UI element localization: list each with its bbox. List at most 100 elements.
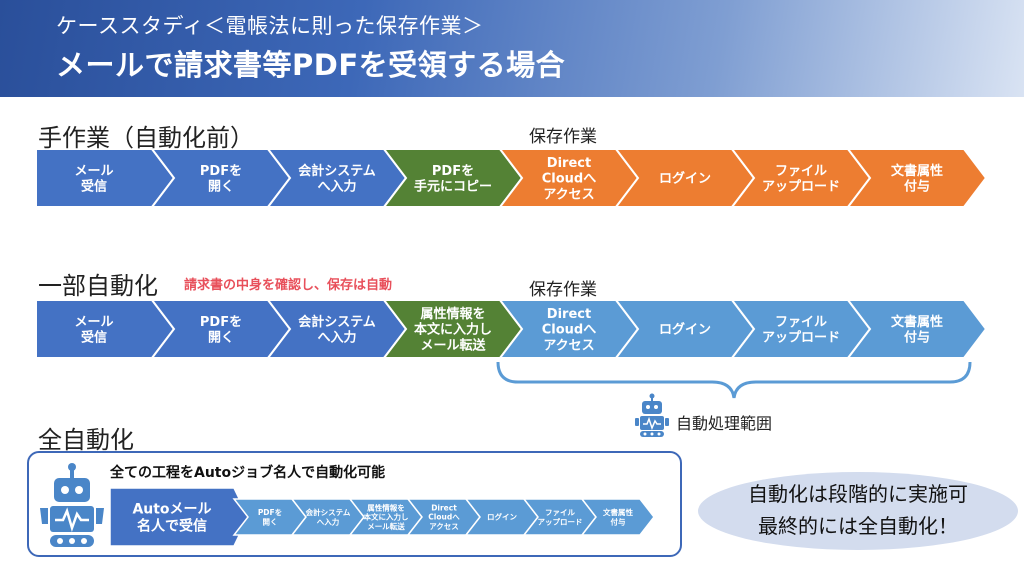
flow-step-shape bbox=[110, 488, 249, 547]
page-subtitle: ケーススタディ＜電帳法に則った保存作業＞ bbox=[56, 14, 484, 38]
full-process-flow: Autoメール名人で受信 PDFを開く 会計システムへ入力 属性情報を本文に入力しメー… bbox=[110, 488, 655, 547]
flow-step-label-line: ファイル bbox=[775, 315, 827, 330]
flow-step-label: Autoメール名人で受信 bbox=[132, 502, 211, 535]
flow-step-label-line: Direct bbox=[547, 307, 591, 322]
brace-path bbox=[496, 361, 972, 399]
flow-step-label-line: 付与 bbox=[904, 330, 930, 346]
flow-step-label-line: Direct bbox=[547, 156, 591, 171]
flow-step-label: ログイン bbox=[659, 322, 711, 338]
flow-step-label-line: メール bbox=[74, 164, 113, 179]
flow-step-label-line: Autoメール bbox=[132, 502, 211, 518]
flow-step-label-line: PDFを bbox=[258, 508, 282, 517]
flow-step-label-line: 文書属性 bbox=[891, 314, 943, 330]
flow-step: 文書属性付与 bbox=[580, 498, 655, 536]
flow-step-label-line: アップロード bbox=[762, 331, 840, 346]
manual-storage-label: 保存作業 bbox=[529, 127, 597, 147]
robot-icon bbox=[635, 393, 669, 437]
partial-storage-label: 保存作業 bbox=[529, 280, 597, 300]
flow-step-label-line: 属性情報を bbox=[367, 503, 405, 513]
flow-step: 属性情報を本文に入力しメール転送 bbox=[381, 300, 524, 359]
flow-step-label-line: PDFを bbox=[432, 164, 474, 179]
flow-step-label-line: 開く bbox=[208, 180, 234, 195]
callout-text: 自動化は段階的に実施可 最終的には全自動化！ bbox=[698, 478, 1018, 542]
flow-step-label-line: 受信 bbox=[81, 179, 107, 195]
flow-step: ログイン bbox=[613, 149, 756, 208]
manual-section-title: 手作業（自動化前） bbox=[38, 124, 254, 152]
flow-step-label: ファイルアップロード bbox=[538, 508, 583, 526]
partial-process-flow: メール受信PDFを開く会計システムへ入力属性情報を本文に入力しメール転送Dire… bbox=[36, 300, 988, 359]
flow-step-label-line: メール転送 bbox=[367, 521, 405, 531]
flow-step-shape bbox=[580, 498, 655, 536]
flow-step: PDFを手元にコピー bbox=[381, 149, 524, 208]
flow-step-label-line: へ入力 bbox=[317, 330, 356, 346]
robot-icon bbox=[40, 463, 104, 547]
flow-step-label-line: アップロード bbox=[762, 180, 840, 195]
partial-note: 請求書の中身を確認し、保存は自動 bbox=[184, 278, 393, 293]
flow-step-label-line: へ入力 bbox=[317, 516, 340, 526]
flow-step: 会計システムへ入力 bbox=[265, 300, 408, 359]
flow-step-label-line: 本文に入力し bbox=[414, 322, 492, 338]
flow-step-label-line: ファイル bbox=[775, 164, 827, 179]
auto-range-label: 自動処理範囲 bbox=[676, 414, 773, 433]
auto-range-brace bbox=[496, 361, 972, 399]
flow-step: PDFを開く bbox=[149, 149, 292, 208]
flow-step-label: 会計システムへ入力 bbox=[298, 314, 376, 346]
full-section-title: 全自動化 bbox=[38, 426, 134, 454]
flow-step-label-line: 文書属性 bbox=[603, 507, 633, 517]
flow-step-label-line: 会計システム bbox=[298, 163, 376, 179]
flow-step-label-line: 付与 bbox=[611, 516, 626, 526]
flow-step-label: PDFを開く bbox=[200, 315, 242, 346]
flow-step-label-line: 手元にコピー bbox=[414, 179, 492, 195]
flow-step: 文書属性付与 bbox=[845, 300, 988, 359]
flow-step: メール受信 bbox=[36, 149, 176, 208]
partial-section-title: 一部自動化 bbox=[38, 272, 158, 300]
flow-step-shape bbox=[845, 300, 988, 359]
flow-step-label-line: Cloudへ bbox=[542, 323, 597, 338]
flow-step-label-line: 会計システム bbox=[306, 507, 351, 517]
flow-step-label-line: メール bbox=[74, 315, 113, 330]
flow-step-label: PDFを開く bbox=[200, 164, 242, 195]
flow-step-label-line: Cloudへ bbox=[428, 513, 460, 522]
flow-step-label-line: PDFを bbox=[200, 315, 242, 330]
flow-step: ファイルアップロード bbox=[729, 149, 872, 208]
flow-step: Autoメール名人で受信 bbox=[110, 488, 249, 547]
flow-step-label-line: アクセス bbox=[543, 188, 594, 203]
callout-oval bbox=[698, 472, 1018, 550]
flow-step-label-line: 付与 bbox=[904, 179, 930, 195]
flow-step-label-line: Direct bbox=[431, 504, 457, 513]
flow-step-label-line: Cloudへ bbox=[542, 172, 597, 187]
flow-step-label: メール受信 bbox=[74, 315, 113, 346]
flow-step-label: ログイン bbox=[659, 171, 711, 187]
flow-step-label: 属性情報を本文に入力しメール転送 bbox=[363, 503, 409, 531]
flow-step-label-line: ログイン bbox=[659, 322, 711, 338]
flow-step: ファイルアップロード bbox=[729, 300, 872, 359]
flow-step-label: メール受信 bbox=[74, 164, 113, 195]
flow-step-label: ファイルアップロード bbox=[762, 164, 840, 195]
flow-step: メール受信 bbox=[36, 300, 176, 359]
flow-step-label-line: 開く bbox=[208, 331, 234, 346]
flow-step-label-line: 属性情報を bbox=[420, 306, 485, 322]
flow-step-label: 文書属性付与 bbox=[891, 163, 943, 195]
callout-line-2: 最終的には全自動化！ bbox=[758, 514, 958, 538]
flow-step-label-line: アップロード bbox=[538, 516, 583, 526]
full-auto-box-title: 全ての工程をAutoジョブ名人で自動化可能 bbox=[110, 465, 386, 481]
flow-step-label-line: ログイン bbox=[487, 512, 517, 522]
flow-step-label-line: 本文に入力し bbox=[363, 512, 409, 522]
flow-step-label: ファイルアップロード bbox=[762, 315, 840, 346]
flow-step-label-line: へ入力 bbox=[317, 179, 356, 195]
flow-step-label: PDFを手元にコピー bbox=[414, 164, 492, 195]
flow-step-label-line: メール転送 bbox=[420, 338, 486, 354]
flow-step: 属性情報を本文に入力しメール転送 bbox=[348, 498, 423, 536]
flow-step-label: PDFを開く bbox=[258, 508, 282, 526]
flow-step-label-line: アクセス bbox=[429, 521, 459, 531]
flow-step-label-line: ファイル bbox=[545, 508, 575, 517]
flow-step: 文書属性付与 bbox=[845, 149, 988, 208]
flow-step-label-line: PDFを bbox=[200, 164, 242, 179]
flow-step-label-line: 名人で受信 bbox=[137, 518, 207, 535]
flow-step-label-line: 受信 bbox=[81, 330, 107, 346]
page-title: メールで請求書等PDFを受領する場合 bbox=[56, 48, 566, 82]
